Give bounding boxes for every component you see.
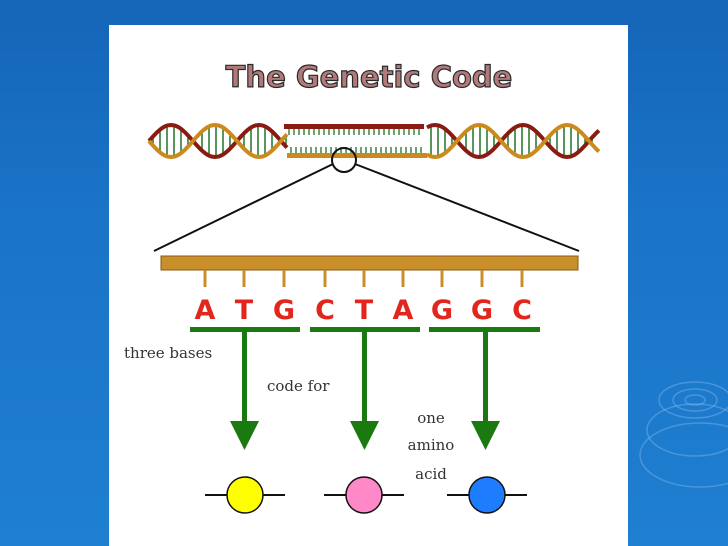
- base-8: G: [471, 295, 493, 326]
- base-3: G: [273, 295, 295, 326]
- label-three-bases: three bases: [124, 344, 212, 362]
- diagram-card: The Genetic Code A T G C T A G G: [109, 25, 628, 546]
- label-acid: acid: [415, 465, 447, 483]
- base-7: G: [431, 295, 453, 326]
- arrow-3: [471, 332, 500, 450]
- base-5: T: [355, 295, 374, 326]
- helix-rungs: [152, 125, 593, 157]
- ripple-decoration: [639, 381, 728, 488]
- label-code-for: code for: [267, 377, 330, 395]
- base-4: C: [315, 295, 335, 326]
- base-sequence: A T G C T A G G C: [195, 295, 532, 326]
- codon-arrows: [230, 332, 500, 450]
- label-one: one: [417, 409, 445, 427]
- base-1: A: [195, 295, 216, 326]
- helix-strand-dark: [147, 122, 601, 160]
- amino-acid-2: [324, 476, 404, 514]
- codon-bracket-2: [310, 327, 420, 332]
- codon-brackets: [190, 327, 540, 332]
- zoom-line-left: [153, 163, 334, 252]
- base-2: T: [235, 295, 254, 326]
- dna-helix: [147, 122, 601, 160]
- diagram-title: The Genetic Code: [226, 60, 513, 94]
- label-amino: amino: [408, 436, 455, 454]
- zoom-line-right: [354, 163, 580, 252]
- amino-acid-1: [205, 476, 285, 514]
- amino-acid-circle-1: [226, 476, 264, 514]
- magnified-strand: [160, 255, 579, 271]
- codon-bracket-3: [429, 327, 540, 332]
- helix-strand-gold: [147, 122, 601, 160]
- amino-acid-circle-2: [345, 476, 383, 514]
- codon-bracket-1: [190, 327, 300, 332]
- arrow-2: [350, 332, 379, 450]
- unwound-strand-top: [284, 124, 424, 129]
- amino-acid-3: [447, 476, 527, 514]
- amino-acid-circle-3: [468, 476, 506, 514]
- base-6: A: [393, 295, 414, 326]
- zoom-circle: [331, 147, 357, 173]
- unwound-strand-bottom: [287, 153, 427, 158]
- base-9: C: [512, 295, 532, 326]
- base-ticks: [203, 270, 524, 287]
- genetic-code-diagram: The Genetic Code A T G C T A G G: [124, 59, 601, 514]
- unwound-ticks: [288, 129, 422, 153]
- amino-acid-chain: [205, 476, 527, 514]
- arrow-1: [230, 332, 259, 450]
